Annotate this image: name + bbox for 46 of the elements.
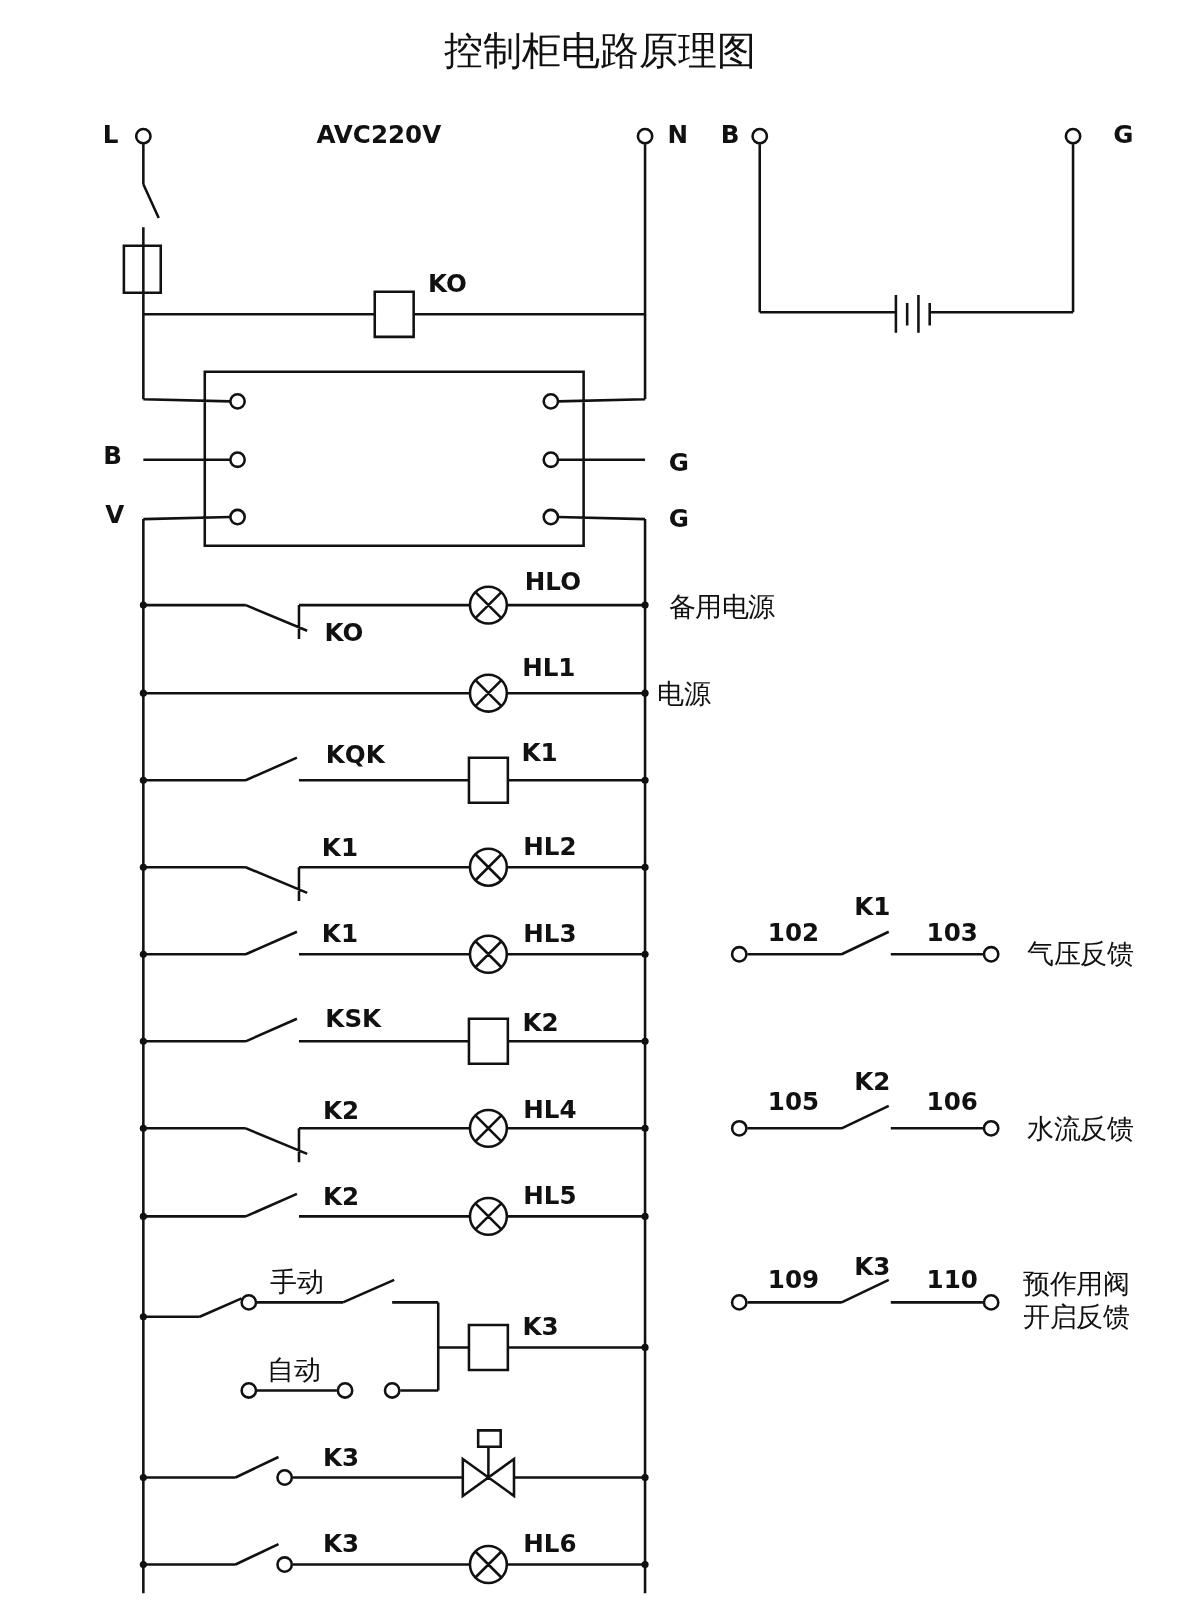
component-label: K1: [521, 737, 558, 768]
wire-number: 105: [767, 1086, 820, 1118]
component-label: K2: [322, 1181, 360, 1213]
component-label: HL1: [522, 652, 576, 683]
component-label: K2: [854, 1066, 891, 1098]
component-label: K3: [322, 1528, 360, 1560]
component-label: K2: [522, 1007, 559, 1039]
terminal-label: B: [103, 440, 122, 471]
component-label: K1: [321, 918, 358, 950]
wire-number: 106: [926, 1086, 978, 1118]
note: 气压反馈: [1026, 937, 1134, 971]
terminal-label: V: [105, 499, 125, 531]
wire-number: 109: [767, 1264, 820, 1296]
terminal-label: G: [668, 447, 689, 479]
component-label: K3: [854, 1251, 891, 1282]
component-label: HL6: [523, 1528, 577, 1560]
component-label: HL5: [523, 1180, 577, 1212]
component-label: HL4: [523, 1094, 577, 1126]
wire-number: 110: [926, 1264, 978, 1296]
switch-position-label: 自动: [267, 1353, 321, 1387]
terminal-label: L: [102, 119, 119, 151]
terminal-label: G: [1113, 119, 1134, 151]
component-label: KQK: [325, 739, 385, 770]
wire-number: 102: [767, 917, 820, 949]
component-label: K3: [522, 1311, 559, 1343]
component-label: HLO: [524, 566, 582, 597]
wire-number: 103: [926, 917, 978, 949]
terminal-label: N: [667, 119, 689, 151]
component-label: HL2: [523, 831, 577, 863]
voltage-label: AVC220V: [316, 119, 442, 151]
terminal-label: G: [668, 503, 689, 535]
switch-position-label: 手动: [270, 1265, 324, 1299]
component-label: KO: [324, 617, 364, 649]
title: 控制柜电路原理图: [444, 27, 756, 76]
terminal-label: B: [720, 119, 740, 151]
note: 电源: [657, 677, 711, 711]
component-label: K1: [321, 832, 358, 864]
note: 预作用阀开启反馈: [1023, 1267, 1131, 1334]
component-label: HL3: [523, 918, 577, 950]
note: 备用电源: [668, 590, 776, 624]
component-label: K2: [322, 1095, 360, 1127]
component-label: K3: [322, 1442, 360, 1474]
component-label: KSK: [325, 1003, 382, 1035]
component-label: K1: [854, 891, 891, 923]
note: 水流反馈: [1026, 1112, 1134, 1146]
component-label: KO: [428, 268, 467, 299]
